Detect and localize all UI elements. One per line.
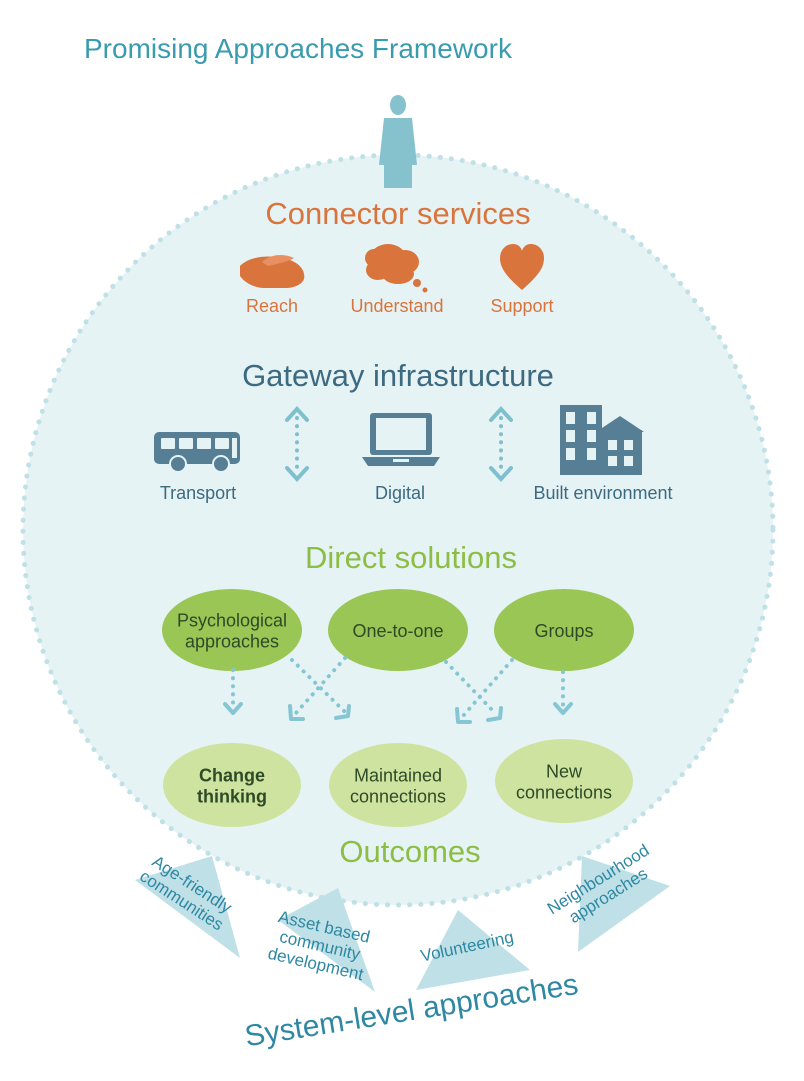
connector-label-support: Support — [490, 296, 553, 316]
connector-labels: Reach Understand Support — [246, 296, 554, 316]
outcome-ellipse-shape — [495, 739, 633, 823]
outcome-label-line: thinking — [197, 787, 267, 807]
gateway-labels: Transport Digital Built environment — [160, 483, 673, 503]
solution-ellipse-shape — [328, 589, 468, 671]
outcome-label-line: New — [546, 762, 583, 782]
gateway-infrastructure-heading: Gateway infrastructure — [242, 358, 554, 393]
flow-arrows — [223, 656, 573, 724]
gateway-label-built-environment: Built environment — [533, 483, 672, 503]
system-level-heading: System-level approaches — [243, 968, 581, 1053]
gateway-double-arrow-left — [285, 406, 309, 482]
outcome-label-line: Maintained — [354, 766, 442, 786]
solution-label-line: approaches — [185, 632, 279, 652]
system-label-text: Age-friendlycommunities — [136, 850, 237, 934]
system-arrow-age-friendly — [135, 856, 240, 958]
solution-ellipse-3: Groups — [494, 589, 634, 671]
outcome-ellipse-shape — [163, 743, 301, 827]
person-icon — [379, 95, 417, 188]
outcome-label-line: Change — [199, 766, 265, 786]
gateway-double-arrow-right — [489, 406, 513, 482]
solution-label-line: One-to-one — [352, 621, 443, 641]
solution-label: Groups — [534, 621, 593, 641]
buildings-icon — [560, 405, 644, 475]
heart-icon — [500, 244, 544, 290]
outcome-ellipse-shape — [329, 743, 467, 827]
gateway-label-digital: Digital — [375, 483, 425, 503]
thought-bubble-icon — [365, 244, 428, 293]
solution-label-line: Psychological — [177, 611, 287, 631]
system-label-text: Asset basedcommunitydevelopment — [266, 907, 374, 984]
connector-label-reach: Reach — [246, 296, 298, 316]
page-title: Promising Approaches Framework — [84, 33, 513, 64]
outcome-label-line: connections — [350, 787, 446, 807]
solution-label: One-to-one — [352, 621, 443, 641]
system-label-1: Age-friendlycommunities — [136, 850, 237, 935]
direct-solutions-heading: Direct solutions — [305, 540, 517, 575]
bus-icon — [154, 432, 240, 473]
outcome-label-line: connections — [516, 783, 612, 803]
solution-ellipse-2: One-to-one — [328, 589, 468, 671]
system-label-2: Asset basedcommunitydevelopment — [266, 907, 374, 984]
solution-ellipse-shape — [162, 589, 302, 671]
system-arrow-neighbourhood — [578, 856, 670, 952]
system-level-arrows — [135, 856, 670, 992]
hand-icon — [240, 254, 305, 288]
connector-label-understand: Understand — [350, 296, 443, 316]
system-arrow-volunteering — [416, 910, 530, 990]
outcomes-heading: Outcomes — [339, 834, 480, 869]
solution-label-line: Groups — [534, 621, 593, 641]
solution-ellipse-shape — [494, 589, 634, 671]
connector-services-heading: Connector services — [265, 196, 530, 231]
laptop-icon — [362, 413, 440, 466]
system-arrow-asset-based — [278, 888, 375, 992]
gateway-label-transport: Transport — [160, 483, 236, 503]
